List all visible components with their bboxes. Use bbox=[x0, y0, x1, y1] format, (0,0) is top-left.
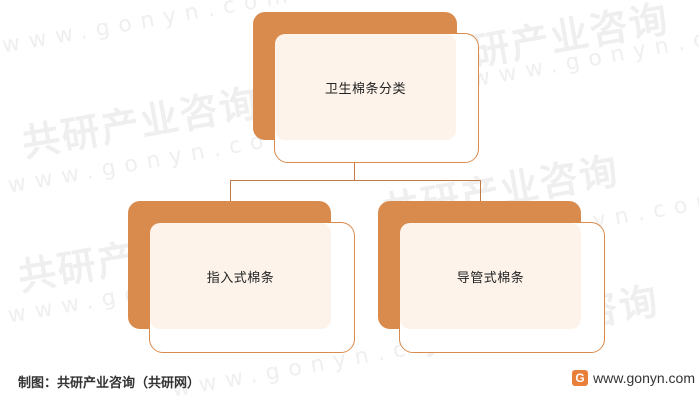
child-node-right-label: 导管式棉条 bbox=[456, 269, 525, 285]
watermark-domain: www.gonyn.com bbox=[470, 16, 699, 93]
gonyn-logo-icon: G bbox=[572, 370, 589, 386]
connector-right-drop bbox=[480, 180, 481, 202]
connector-horizontal bbox=[230, 180, 480, 181]
child-node-right: 导管式棉条 bbox=[378, 201, 605, 353]
root-node: 卫生棉条分类 bbox=[253, 12, 479, 164]
root-node-label: 卫生棉条分类 bbox=[324, 80, 406, 96]
watermark-brand: 共研产业咨询 bbox=[18, 80, 263, 166]
site-url: www.gonyn.com bbox=[593, 370, 695, 386]
child-node-left: 指入式棉条 bbox=[128, 201, 355, 353]
connector-left-drop bbox=[230, 180, 231, 202]
child-node-left-label: 指入式棉条 bbox=[206, 269, 275, 285]
site-brand: G www.gonyn.com bbox=[572, 370, 695, 386]
source-caption: 制图：共研产业咨询（共研网） bbox=[18, 375, 201, 390]
